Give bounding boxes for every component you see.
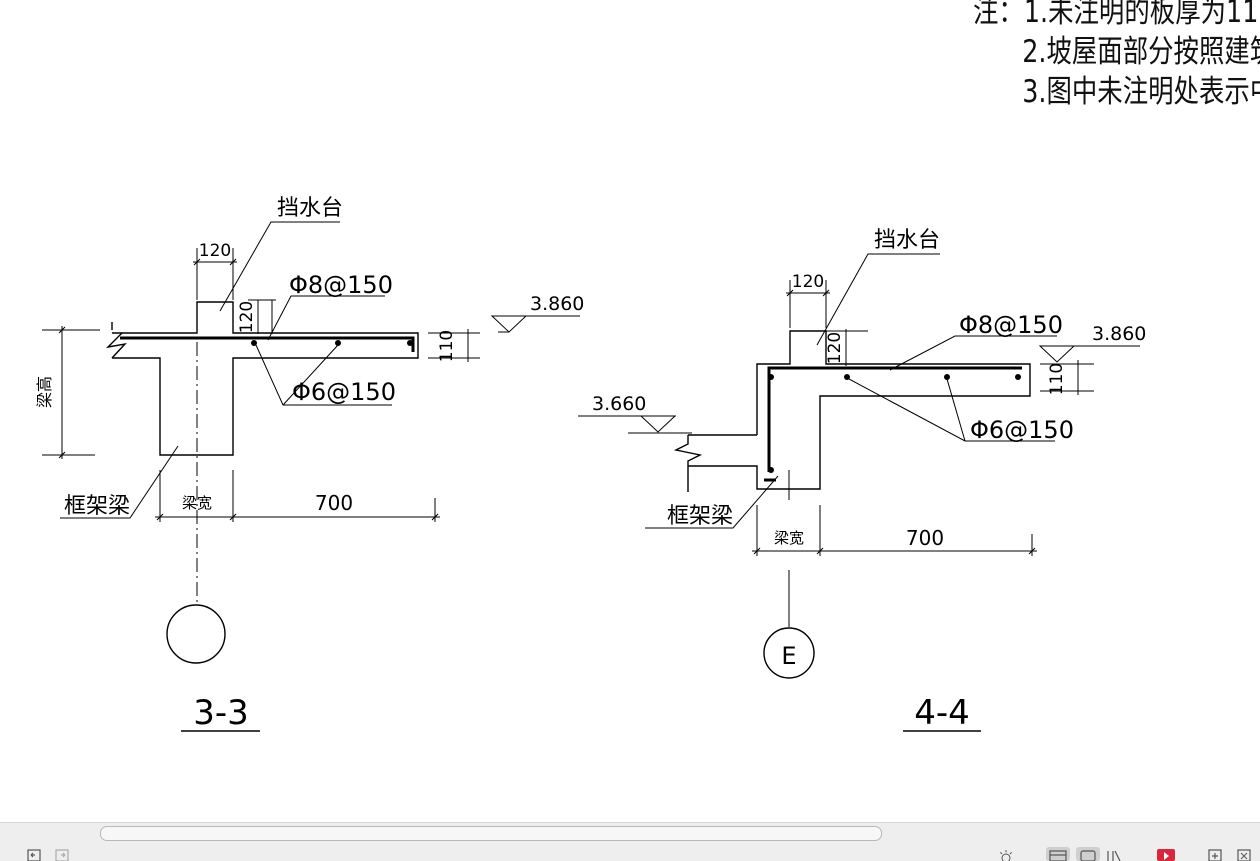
section-3-3-elevation-mark: [490, 315, 580, 333]
section-4-4-dim-slab: [1040, 360, 1094, 395]
section-4-4-beam-leader: [645, 475, 779, 529]
section-3-3-top-bar-label: Φ8@150: [289, 271, 393, 299]
layout-2-icon[interactable]: [1076, 847, 1100, 861]
section-4-4-dim-upstand-height-text: 120: [825, 332, 845, 364]
section-3-3: 挡水台 120 120 Φ8@150 Φ6@150 110 3.860 梁高 框…: [35, 196, 584, 733]
section-4-4-title: 4-4: [914, 693, 970, 733]
note-line-2: 2.坡屋面部分按照建筑: [1022, 34, 1260, 70]
section-4-4-rebar-dot: [844, 374, 850, 380]
section-4-4-axis-label: E: [781, 642, 796, 670]
section-3-3-upstand-label: 挡水台: [277, 196, 343, 221]
section-3-3-dim-upstand-height-text: 120: [237, 301, 257, 333]
section-3-3-upstand-leader: [219, 221, 340, 312]
section-4-4: E 挡水台 120 120 Φ8@150 Φ6@150 110 3.860 3.…: [578, 228, 1146, 733]
section-3-3-bottom-bar-label: Φ6@150: [292, 378, 396, 406]
horizontal-scrollbar[interactable]: [0, 822, 1260, 843]
section-3-3-beam-label: 框架梁: [64, 494, 130, 519]
sun-icon[interactable]: [998, 847, 1014, 861]
section-3-3-outline: [111, 301, 419, 456]
section-3-3-dim-overhang-text: 700: [315, 491, 353, 515]
scrollbar-thumb[interactable]: [100, 826, 882, 841]
section-3-3-dim-upstand-height: [248, 299, 276, 334]
section-3-3-bottom-bar-leader: [255, 344, 392, 406]
section-4-4-upstand-label: 挡水台: [874, 228, 940, 253]
cad-drawing-canvas[interactable]: 挡水台 120 120 Φ8@150 Φ6@150 110 3.860 梁高 框…: [0, 0, 1260, 822]
section-4-4-top-bar-leader: [889, 335, 1057, 371]
section-4-4-dim-slab-text: 110: [1047, 363, 1067, 395]
section-4-4-bottom-bar-label: Φ6@150: [970, 416, 1074, 444]
section-4-4-dim-upstand-height: [822, 329, 868, 366]
section-4-4-elevation-top-text: 3.860: [1092, 323, 1146, 345]
redo-icon[interactable]: [54, 847, 70, 861]
section-4-4-top-bar-label: Φ8@150: [959, 311, 1063, 339]
section-4-4-beam-label: 框架梁: [667, 504, 733, 529]
section-4-4-dim-bottom: [752, 505, 1037, 556]
section-3-3-dim-beam-height: [42, 326, 100, 459]
section-3-3-axis-bubble: [166, 604, 226, 664]
section-3-3-dim-beam-width-text: 梁宽: [182, 494, 212, 512]
drawing-notes: 注：1.未注明的板厚为11 2.坡屋面部分按照建筑 3.图中未注明处表示中: [973, 0, 1260, 112]
section-4-4-rebar-dot: [1015, 374, 1021, 380]
section-4-4-elevation-low-mark: [578, 415, 692, 434]
section-3-3-dim-slab: [428, 329, 480, 362]
section-3-3-rebar-dot: [251, 340, 257, 346]
section-4-4-elevation-low-text: 3.660: [592, 393, 646, 415]
section-3-3-title: 3-3: [193, 693, 249, 733]
section-4-4-axis-bubble: [763, 627, 815, 679]
section-3-3-break-line: [105, 332, 127, 359]
section-4-4-rebar-dot: [768, 374, 774, 380]
section-4-4-top-rebar: [767, 366, 1022, 472]
section-4-4-dim-beam-width-text: 梁宽: [774, 529, 804, 547]
section-3-3-dim-slab-text: 110: [437, 330, 457, 362]
section-3-3-rebar-dot: [407, 340, 413, 346]
note-line-3: 3.图中未注明处表示中: [1022, 74, 1260, 110]
section-3-3-elevation-text: 3.860: [530, 293, 584, 315]
section-4-4-elevation-top-mark: [1038, 345, 1140, 363]
layout-3-icon[interactable]: [1106, 847, 1122, 861]
section-4-4-bottom-bar-leader: [848, 378, 1055, 442]
section-3-3-dim-upstand-width-text: 120: [199, 241, 231, 261]
undo-icon[interactable]: [26, 847, 42, 861]
section-3-3-top-bar-leader: [267, 295, 385, 341]
section-3-3-dim-upstand-width: [193, 248, 237, 300]
layout-1-icon[interactable]: [1046, 847, 1070, 861]
section-4-4-dim-upstand-width: [786, 280, 830, 328]
section-3-3-dim-bottom: [155, 470, 440, 522]
note-line-1: 注：1.未注明的板厚为11: [973, 0, 1259, 30]
section-4-4-dim-overhang-text: 700: [906, 526, 944, 550]
section-4-4-break-line: [673, 435, 703, 492]
section-4-4-upstand-leader: [816, 253, 940, 346]
section-3-3-top-rebar: [120, 336, 415, 352]
section-3-3-dim-beam-height-text: 梁高: [35, 376, 54, 408]
section-4-4-rebar-dot: [944, 374, 950, 380]
fullscreen-icon[interactable]: [1236, 847, 1252, 861]
section-4-4-dim-upstand-width-text: 120: [792, 272, 824, 292]
section-3-3-beam-leader: [60, 445, 179, 519]
section-4-4-rebar-dot: [768, 467, 774, 473]
status-bar: [0, 843, 1260, 861]
section-3-3-rebar-dot: [335, 340, 341, 346]
record-icon[interactable]: [1156, 847, 1176, 861]
fit-icon[interactable]: [1207, 847, 1223, 861]
section-4-4-outline: [688, 330, 1031, 490]
